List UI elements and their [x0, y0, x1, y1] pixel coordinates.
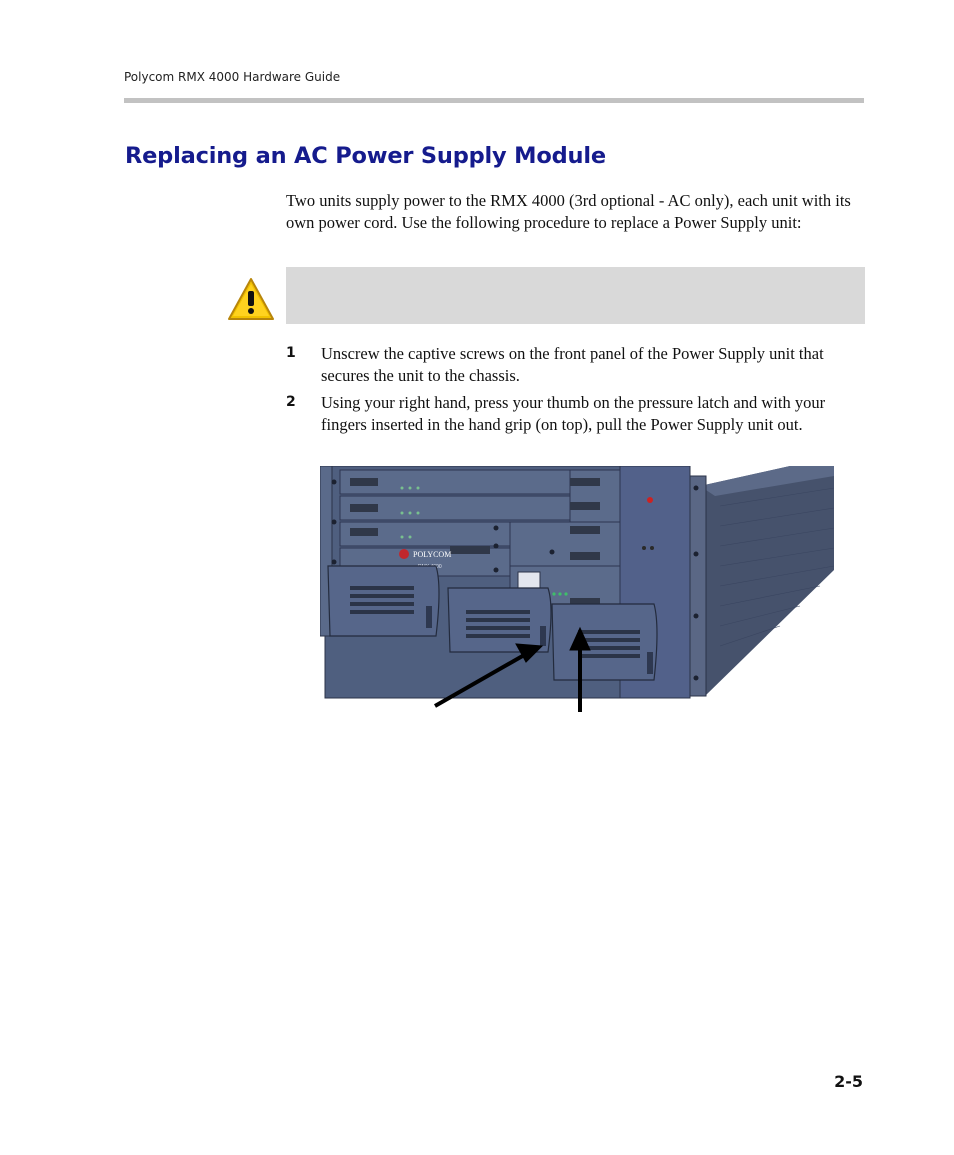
step-number: 1 [286, 345, 296, 361]
running-header: Polycom RMX 4000 Hardware Guide [124, 70, 341, 84]
caution-box [286, 267, 865, 324]
intro-paragraph: Two units supply power to the RMX 4000 (… [286, 191, 851, 232]
brand-label: POLYCOM [413, 550, 451, 559]
caution-icon [228, 278, 274, 320]
step-text: Unscrew the captive screws on the front … [321, 344, 824, 385]
section-title: Replacing an AC Power Supply Module [125, 143, 606, 169]
page-number: 2-5 [834, 1072, 863, 1091]
power-supply-figure: POLYCOM RMX 4000 [320, 466, 834, 712]
header-rule [124, 98, 864, 103]
step-text: Using your right hand, press your thumb … [321, 393, 826, 434]
step-number: 2 [286, 394, 296, 410]
